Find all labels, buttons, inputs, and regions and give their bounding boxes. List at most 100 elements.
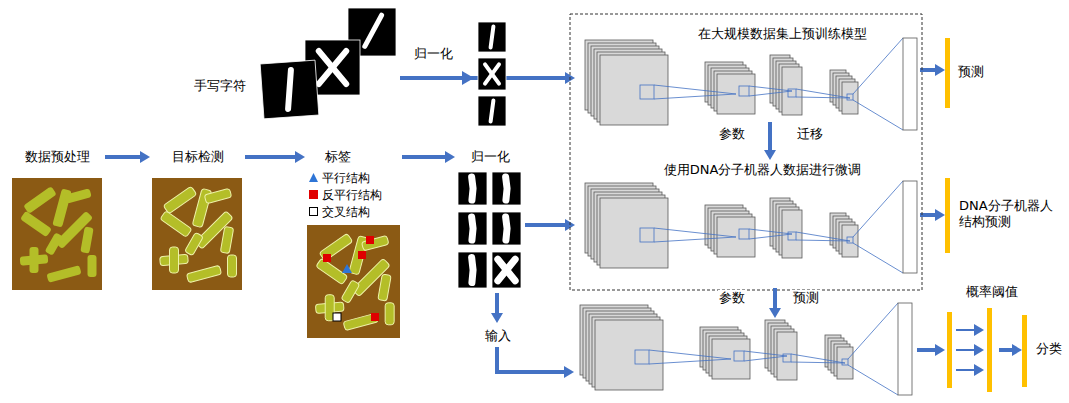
image-group: 归一化	[455, 148, 525, 293]
output-bar	[947, 312, 952, 388]
output-bar: DNA分子机器人结构预测	[945, 178, 1065, 253]
node-label: 目标检测	[150, 149, 245, 165]
dna-robot	[88, 255, 97, 277]
node-label: 预测	[958, 64, 984, 80]
glyph-stroke	[491, 101, 494, 122]
glyph-stroke	[319, 51, 347, 84]
legend-swatch	[308, 206, 319, 217]
legend-label: 平行结构	[322, 171, 370, 185]
dna-robot	[343, 313, 378, 330]
image-ground	[458, 172, 487, 205]
cnn-model: 使用DNA分子机器人数据进行微调	[575, 160, 920, 286]
edge-label: 归一化	[413, 46, 454, 62]
micrograph-ground	[307, 225, 400, 338]
bar-fill	[987, 308, 992, 392]
projection-line	[848, 365, 898, 395]
legend-label: 交叉结构	[322, 205, 370, 219]
class-bar: 分类	[1022, 315, 1067, 387]
flow-arrow	[105, 155, 140, 159]
threshold-arrow	[956, 369, 974, 371]
kernel-window	[783, 354, 791, 362]
node-label: DNA分子机器人结构预测	[959, 198, 1063, 230]
cross-mark	[333, 313, 341, 321]
output-layer	[903, 38, 917, 130]
kernel-window	[847, 237, 853, 243]
image-ground	[458, 252, 487, 288]
kernel-window	[640, 228, 654, 242]
output-layer	[898, 303, 912, 395]
glyph-stroke	[365, 15, 382, 46]
node-label: 使用DNA分子机器人数据进行微调	[605, 162, 920, 178]
output-layer	[903, 181, 917, 273]
legend: 平行结构反平行结构交叉结构	[308, 170, 382, 221]
normalized-char	[478, 22, 506, 52]
dna-robot	[361, 235, 388, 250]
dna-robot	[163, 186, 197, 214]
node-label: 手写字符	[194, 78, 246, 94]
param-arrow	[773, 288, 777, 308]
projection-line	[744, 351, 787, 356]
projection-line	[749, 86, 792, 91]
input-arrow	[495, 293, 499, 313]
input-arrow	[497, 347, 564, 372]
normalized-dna-image	[492, 172, 521, 205]
normalized-char	[478, 58, 506, 90]
edge-label: 参数	[718, 126, 746, 142]
annotation: 预测	[792, 290, 820, 306]
projection-line	[796, 240, 850, 241]
dna-robot	[160, 211, 192, 238]
dna-robot	[186, 265, 221, 282]
antiparallel-mark	[358, 251, 366, 259]
projection-line	[649, 350, 731, 359]
projection-line	[791, 354, 845, 363]
glyph-stroke	[472, 257, 473, 282]
image-ground	[492, 252, 521, 288]
swatch-square	[310, 208, 318, 216]
glyph-stroke	[485, 64, 499, 83]
projection-line	[654, 228, 736, 237]
feature-map	[600, 55, 668, 125]
projection-line	[796, 89, 850, 98]
dna-robot	[341, 280, 360, 304]
dna-robot	[385, 303, 394, 325]
cnn-layers	[580, 303, 912, 395]
kernel-window	[640, 85, 654, 99]
projection-line	[744, 356, 787, 361]
glyph-stroke	[285, 70, 293, 109]
dna-robot	[378, 274, 391, 301]
image-panel: 目标检测	[150, 148, 245, 293]
bar-fill	[945, 38, 950, 108]
glyph-stroke	[472, 177, 473, 200]
kernel-window	[847, 94, 853, 100]
glyph-stroke	[485, 64, 499, 83]
cnn-model: 在大规模数据集上预训练模型	[575, 22, 920, 122]
image-ground	[492, 172, 521, 205]
antiparallel-mark	[366, 236, 374, 244]
projection-line	[649, 359, 731, 364]
legend-entry: 平行结构	[308, 170, 382, 187]
dna-robot	[80, 226, 93, 253]
projection-line	[853, 100, 903, 130]
threshold-arrow	[956, 349, 974, 351]
feature-map	[595, 320, 663, 390]
projection-line	[749, 91, 792, 96]
projection-line	[853, 243, 903, 273]
swatch-triangle	[309, 173, 318, 182]
glyph-stroke	[472, 217, 473, 240]
swatch-square	[309, 190, 318, 199]
node-label: 分类	[1036, 341, 1062, 357]
image-ground	[478, 58, 506, 90]
bar-fill	[1022, 315, 1027, 387]
projection-line	[749, 234, 792, 239]
flow-arrow	[525, 223, 565, 227]
micrograph	[152, 178, 242, 290]
projection-line	[749, 229, 792, 234]
dna-robot	[204, 188, 231, 203]
flow-arrow	[917, 348, 935, 352]
glyph-stroke	[506, 217, 507, 240]
dna-robot	[45, 232, 64, 256]
image-ground	[458, 212, 487, 245]
threshold-arrow	[956, 329, 974, 331]
cnn-layers	[585, 38, 917, 130]
projection-line	[654, 94, 736, 99]
